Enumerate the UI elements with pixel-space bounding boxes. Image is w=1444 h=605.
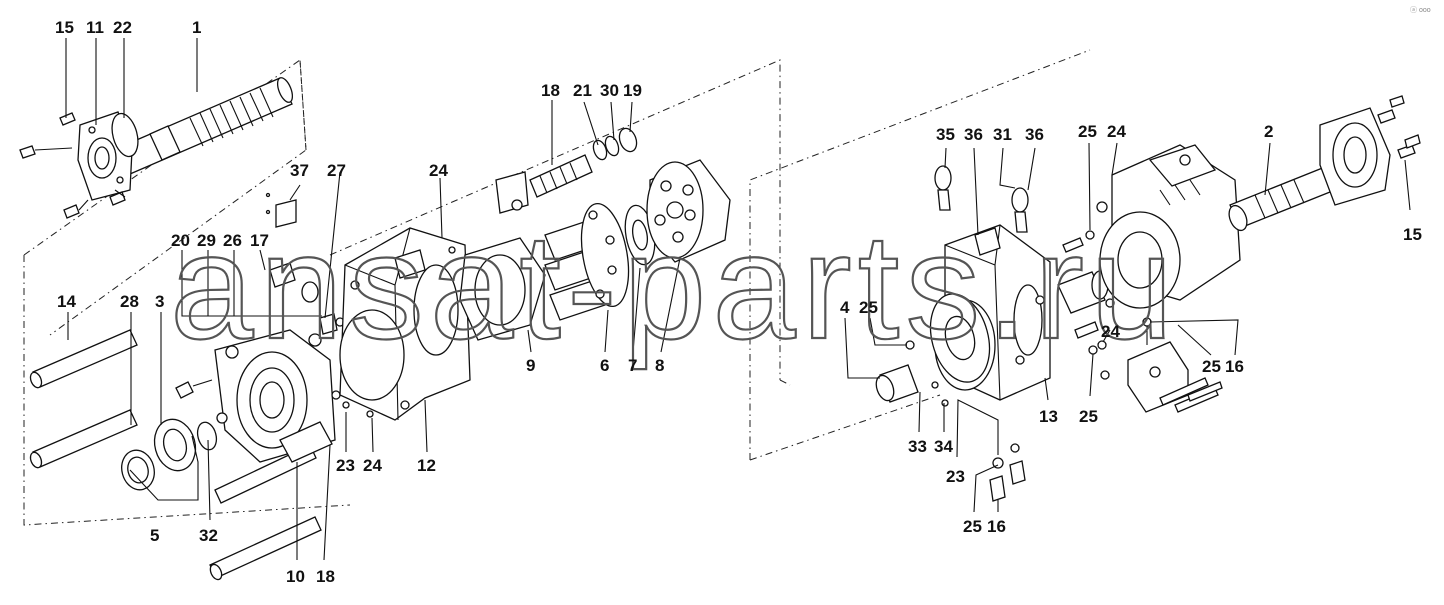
callout-13: 13 [1039,407,1058,426]
small-seals-left [319,313,374,418]
callout-17: 17 [250,231,269,250]
callout-15-right: 15 [1403,225,1422,244]
shaft-seal-part-22 [111,112,139,158]
callout-32: 32 [199,526,218,545]
callout-23-right: 23 [946,467,965,486]
callout-16-bottom: 16 [987,517,1006,536]
long-bolts-part-14-28 [29,329,138,469]
callout-18-top: 18 [541,81,560,100]
callout-27: 27 [327,161,346,180]
o-ring-part-32 [196,421,218,451]
callout-26: 26 [223,231,242,250]
callout-25-bottom: 25 [963,517,982,536]
callout-24-top-right: 24 [1107,122,1126,141]
cylinder-barrel-part-8 [646,159,731,263]
callout-35: 35 [936,125,955,144]
callout-23-left: 23 [336,456,355,475]
callout-labels: 15 11 22 1 37 27 24 18 21 30 19 20 29 26… [55,18,1422,586]
callout-25-mid: 25 [859,298,878,317]
plug-part-31 [974,227,1001,256]
callout-29: 29 [197,231,216,250]
callout-8: 8 [655,356,664,375]
corner-brand: ⓐ ooo [1410,6,1431,14]
callout-15-left: 15 [55,18,74,37]
piston-assembly-part-6 [544,202,630,321]
callout-3: 3 [155,292,164,311]
callout-33: 33 [908,437,927,456]
callout-36-right: 36 [1025,125,1044,144]
eye-bolt-part-36 [1011,187,1029,233]
small-fasteners-rear [905,230,1115,502]
drive-shaft-part-1 [117,77,294,175]
flange-bolts-part-15 [19,112,126,219]
callout-37: 37 [290,161,309,180]
rear-pump-body [1096,144,1241,309]
eye-bolt-part-35 [934,165,952,211]
callout-25-block: 25 [1202,357,1221,376]
flange-bolts-part-15-right [1377,95,1421,159]
callout-1: 1 [192,18,201,37]
watermark-text: ansat-parts.ru [170,202,1179,370]
swash-plate-part-9 [459,171,546,341]
callout-5: 5 [150,526,159,545]
assembly-frame-center [329,59,791,386]
rear-flange [1319,107,1391,206]
assembly-frame-right [749,49,1091,461]
rings-part-21-30-19 [592,127,638,161]
callout-24-mid-right: 24 [1101,322,1120,341]
needle-bearing-part-4 [875,364,919,403]
callout-25-top: 25 [1078,122,1097,141]
callout-7: 7 [628,356,637,375]
callout-6: 6 [600,356,609,375]
leader-lines [65,38,1411,561]
callout-20: 20 [171,231,190,250]
bearing-part-3 [153,418,197,472]
callout-16-block: 16 [1225,357,1244,376]
callout-28: 28 [120,292,139,311]
bolts-part-10 [209,421,333,581]
pump-housing-part-12 [339,227,471,421]
callout-24-top: 24 [429,161,448,180]
callout-12: 12 [417,456,436,475]
callout-24-left: 24 [363,456,382,475]
callout-22: 22 [113,18,132,37]
callout-21: 21 [573,81,592,100]
callout-14: 14 [57,292,76,311]
spring-rod-part-18 [529,154,593,198]
callout-19: 19 [623,81,642,100]
callout-31: 31 [993,125,1012,144]
callout-4: 4 [840,298,850,317]
callout-36-left: 36 [964,125,983,144]
callout-25-right: 25 [1079,407,1098,426]
manifold-block-part-16 [1127,317,1223,413]
retaining-ring-part-5 [121,449,155,491]
plate-part-37 [265,192,297,228]
callout-9: 9 [526,356,535,375]
callout-18-bottom: 18 [316,567,335,586]
callout-34: 34 [934,437,953,456]
fitting-part-17 [269,262,319,303]
callout-30: 30 [600,81,619,100]
callout-11: 11 [86,18,104,37]
drive-shaft-part-2 [1228,164,1341,232]
callout-2: 2 [1264,122,1273,141]
callout-10: 10 [286,567,305,586]
valve-plate-rear [929,293,991,383]
